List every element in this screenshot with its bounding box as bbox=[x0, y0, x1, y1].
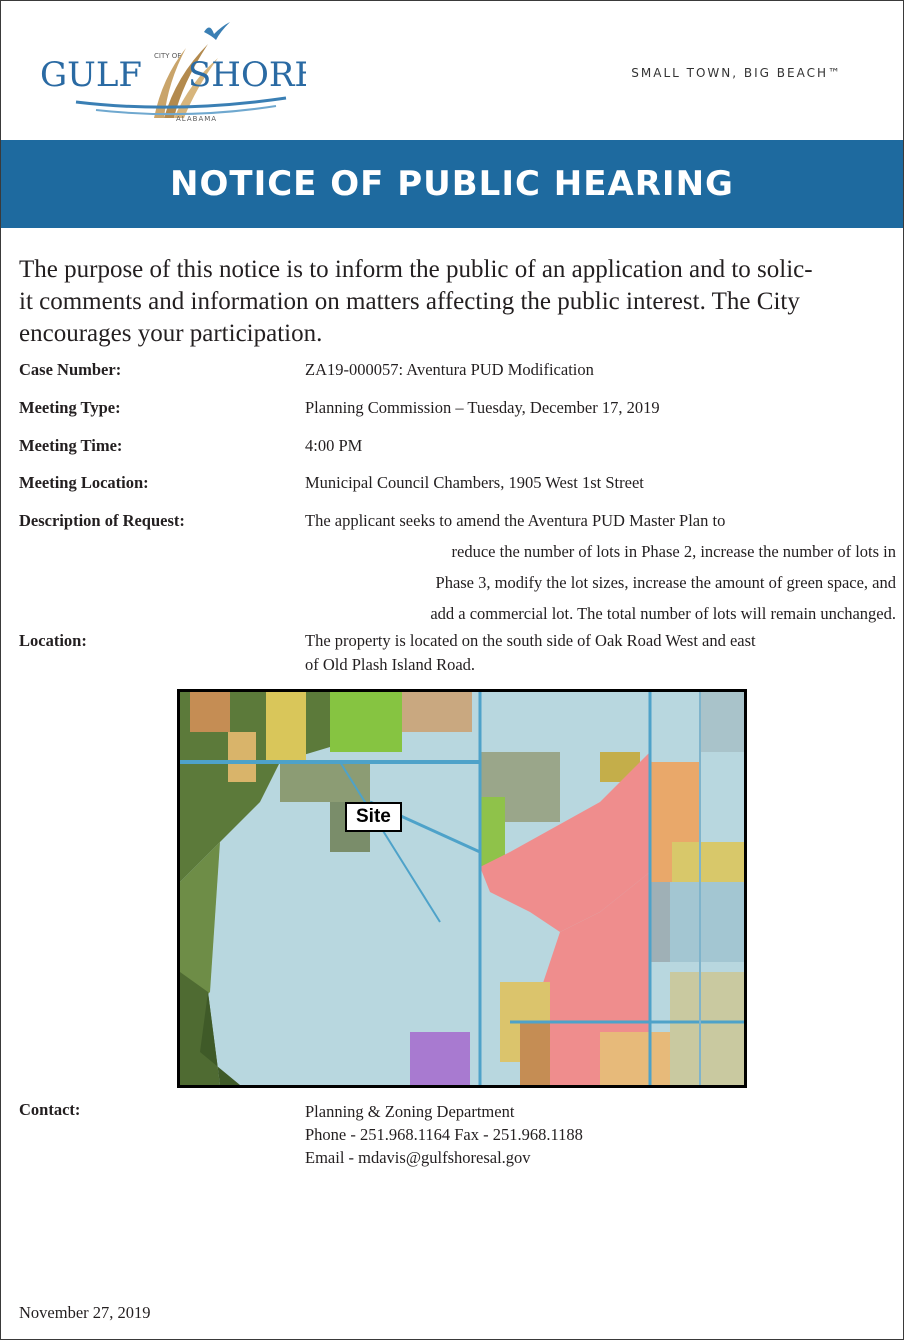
zoning-map: Site bbox=[177, 689, 747, 1088]
property-location-line: The property is located on the south sid… bbox=[305, 631, 756, 650]
contact-label: Contact: bbox=[19, 1100, 81, 1119]
contact-department: Planning & Zoning Department bbox=[305, 1102, 515, 1121]
gulf-shores-logo: CITY OF GULF SHORES ALABAMA bbox=[40, 22, 306, 123]
case-number-label: Case Number: bbox=[19, 360, 122, 379]
zoning-map-graphic bbox=[180, 692, 744, 1085]
description-label: Description of Request: bbox=[19, 511, 185, 530]
notice-date: November 27, 2019 bbox=[19, 1303, 151, 1322]
intro-line: it comments and information on matters a… bbox=[19, 288, 800, 315]
title-banner: NOTICE OF PUBLIC HEARING bbox=[1, 140, 903, 228]
description-line: The applicant seeks to amend the Aventur… bbox=[305, 511, 726, 530]
meeting-location-label: Meeting Location: bbox=[19, 473, 149, 492]
description-line: reduce the number of lots in Phase 2, in… bbox=[451, 542, 896, 561]
meeting-location-value: Municipal Council Chambers, 1905 West 1s… bbox=[305, 473, 644, 492]
page-title: NOTICE OF PUBLIC HEARING bbox=[170, 164, 734, 204]
property-location-value: The property is located on the south sid… bbox=[305, 629, 895, 677]
contact-phone: Phone - 251.968.1164 Fax - 251.968.1188 bbox=[305, 1125, 583, 1144]
intro-line: encourages your participation. bbox=[19, 320, 323, 347]
contact-block: Planning & Zoning Department Phone - 251… bbox=[305, 1100, 583, 1169]
bird-icon bbox=[204, 22, 230, 40]
logo-shores: SHORES bbox=[188, 55, 306, 95]
description-line: add a commercial lot. The total number o… bbox=[430, 604, 896, 623]
site-label: Site bbox=[345, 802, 402, 832]
property-location-line: of Old Plash Island Road. bbox=[305, 655, 476, 674]
description-line: Phase 3, modify the lot sizes, increase … bbox=[435, 573, 896, 592]
intro-paragraph: The purpose of this notice is to inform … bbox=[19, 254, 889, 350]
logo-alabama: ALABAMA bbox=[176, 115, 217, 123]
meeting-type-value: Planning Commission – Tuesday, December … bbox=[305, 398, 660, 417]
meeting-type-label: Meeting Type: bbox=[19, 398, 121, 417]
property-location-label: Location: bbox=[19, 631, 87, 650]
meeting-time-label: Meeting Time: bbox=[19, 436, 123, 455]
logo-city-of: CITY OF bbox=[154, 52, 181, 60]
logo-gulf: GULF bbox=[40, 55, 142, 95]
contact-email: Email - mdavis@gulfshoresal.gov bbox=[305, 1148, 531, 1167]
case-number-value: ZA19-000057: Aventura PUD Modification bbox=[305, 360, 594, 379]
tagline: SMALL TOWN, BIG BEACH™ bbox=[631, 66, 842, 80]
meeting-time-value: 4:00 PM bbox=[305, 436, 363, 455]
intro-line: The purpose of this notice is to inform … bbox=[19, 256, 813, 283]
description-value: The applicant seeks to amend the Aventur… bbox=[296, 505, 896, 629]
